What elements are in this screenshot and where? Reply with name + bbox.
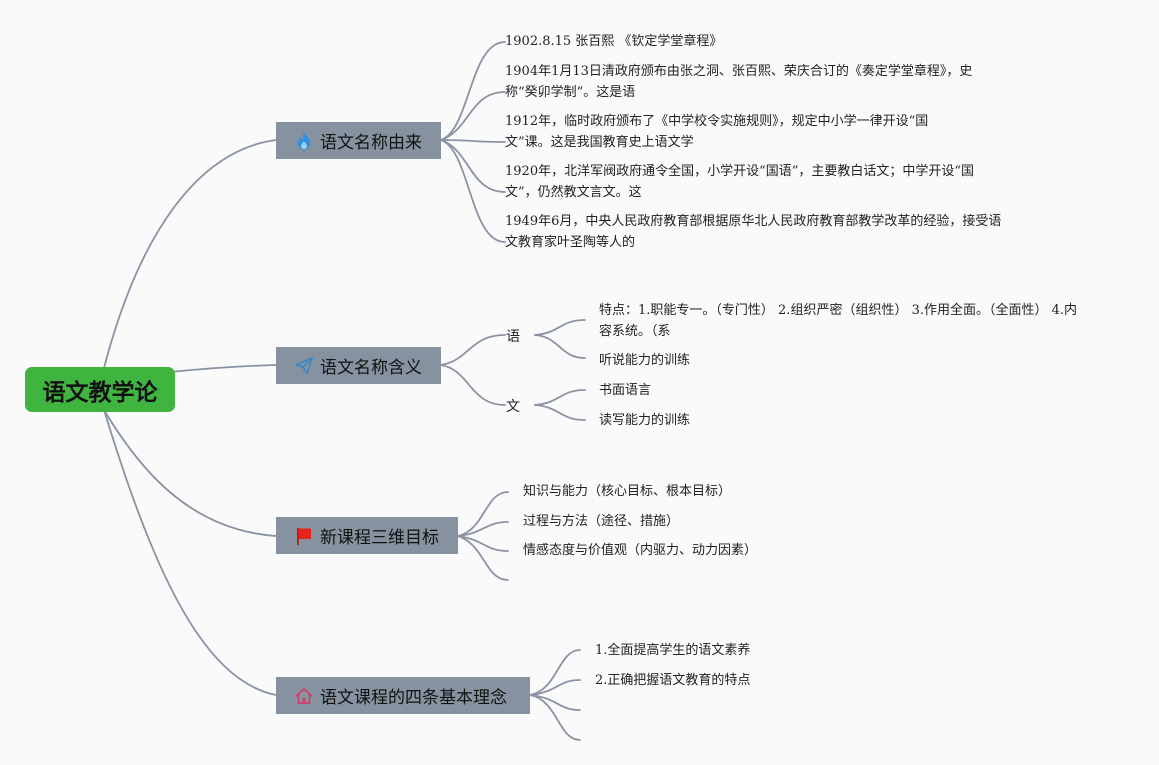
topic-name-origin[interactable]: 语文名称由来	[276, 122, 441, 159]
topic-four-basic-concepts[interactable]: 语文课程的四条基本理念	[276, 677, 530, 714]
topic-three-dimensional-goals[interactable]: 新课程三维目标	[276, 517, 458, 554]
subtopic-wen[interactable]: 文	[506, 399, 520, 415]
topic-label: 语文课程的四条基本理念	[320, 688, 507, 708]
leaf-yu-listening-speaking[interactable]: 听说能力的训练	[599, 353, 691, 368]
leaf-wen-reading-writing[interactable]: 读写能力的训练	[599, 413, 691, 428]
topic-label: 语文名称含义	[320, 358, 422, 378]
leaf-goal-process[interactable]: 过程与方法（途径、措施）	[523, 514, 680, 529]
topic-name-meaning[interactable]: 语文名称含义	[276, 347, 441, 384]
topic-label: 语文名称由来	[320, 133, 422, 153]
flag-icon	[294, 526, 314, 546]
leaf-concept-1[interactable]: 1.全面提高学生的语文素养	[595, 643, 751, 658]
leaf-origin-1904[interactable]: 1904年1月13日清政府颁布由张之洞、张百熙、荣庆合订的《奏定学堂章程》，史称…	[505, 64, 973, 100]
leaf-origin-1949[interactable]: 1949年6月，中央人民政府教育部根据原华北人民政府教育部教学改革的经验，接受语…	[505, 214, 1002, 250]
topic-label: 新课程三维目标	[320, 528, 439, 548]
root-topic[interactable]: 语文教学论	[25, 367, 175, 412]
house-icon	[294, 686, 314, 706]
leaf-goal-emotion[interactable]: 情感态度与价值观（内驱力、动力因素）	[523, 543, 758, 558]
leaf-yu-features[interactable]: 特点：1.职能专一。（专门性） 2.组织严密（组织性） 3.作用全面。（全面性）…	[599, 303, 1078, 339]
leaf-wen-written-language[interactable]: 书面语言	[599, 383, 652, 398]
leaf-origin-1902[interactable]: 1902.8.15 张百熙 《钦定学堂章程》	[505, 34, 723, 49]
leaf-goal-knowledge[interactable]: 知识与能力（核心目标、根本目标）	[523, 484, 732, 499]
subtopic-yu[interactable]: 语	[506, 329, 520, 345]
leaf-concept-2[interactable]: 2.正确把握语文教育的特点	[595, 673, 751, 688]
flame-icon	[294, 131, 314, 151]
leaf-origin-1912[interactable]: 1912年，临时政府颁布了《中学校令实施规则》，规定中小学一律开设“国文”课。这…	[505, 114, 929, 150]
paper-plane-icon	[294, 356, 314, 376]
leaf-origin-1920[interactable]: 1920年，北洋军阀政府通令全国，小学开设“国语”，主要教白话文；中学开设“国文…	[505, 164, 975, 200]
